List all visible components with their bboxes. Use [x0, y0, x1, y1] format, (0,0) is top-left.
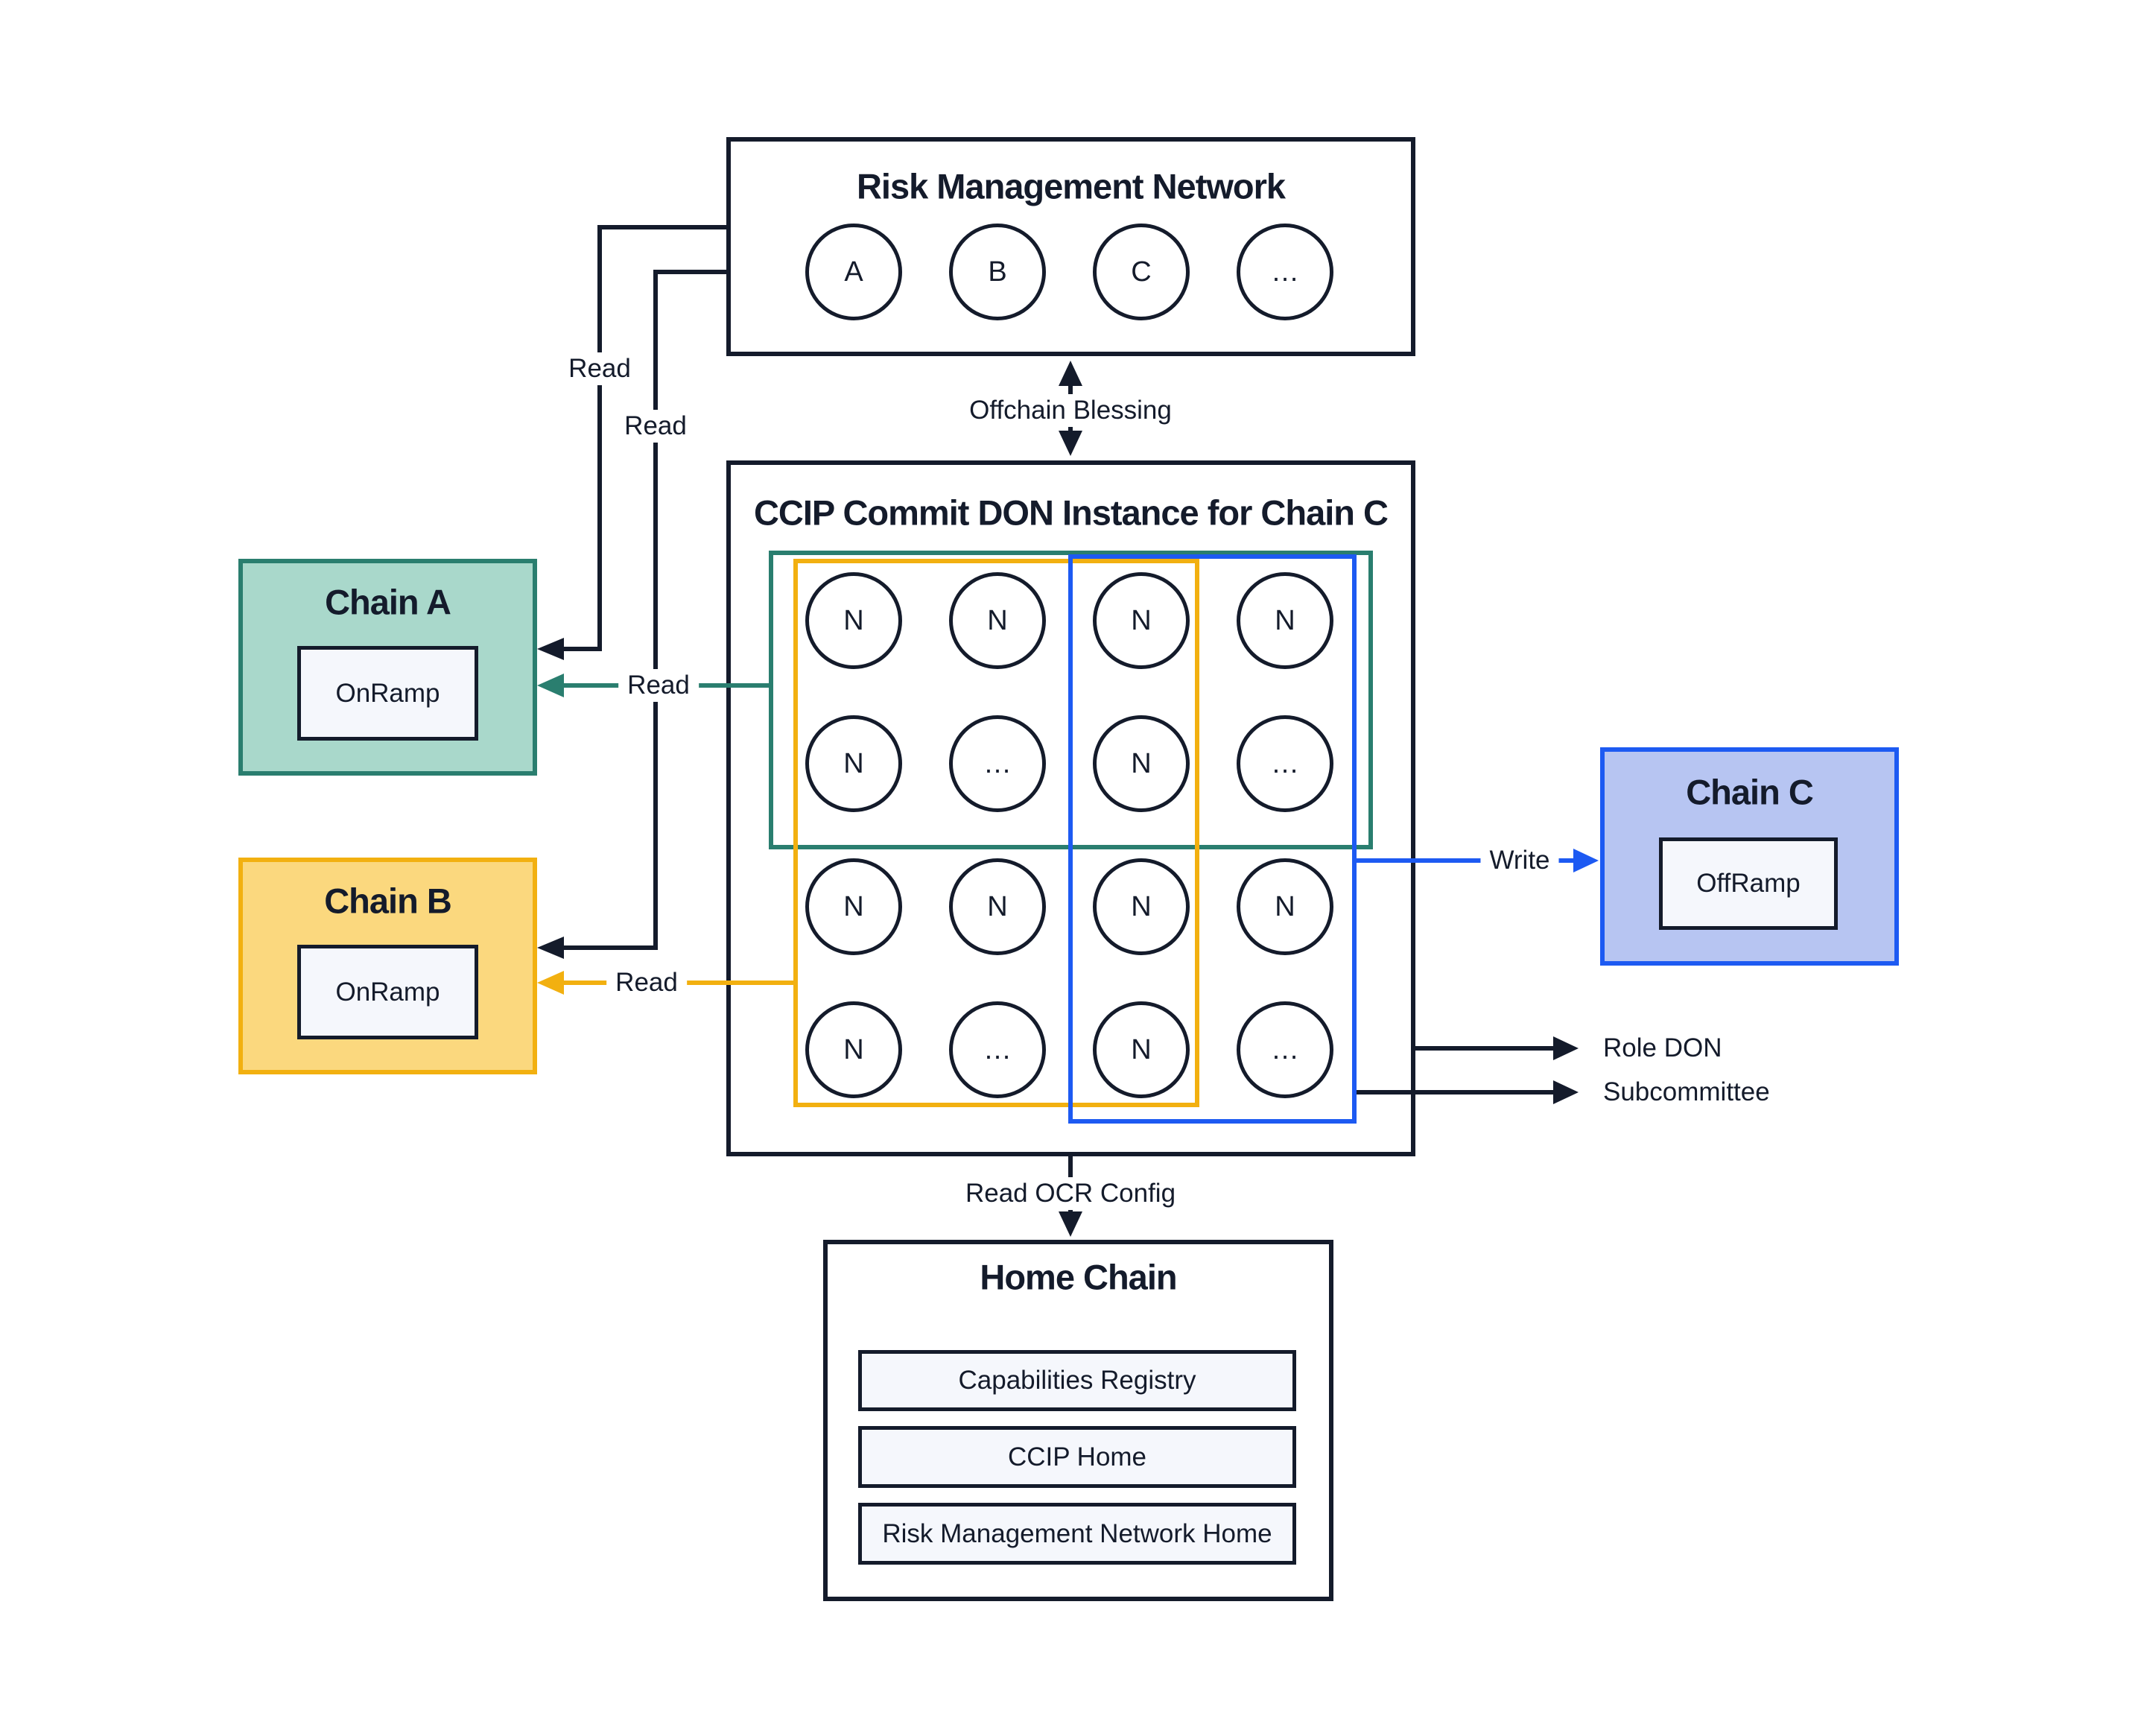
edge-subcommittee-arrowhead: [1553, 1080, 1579, 1104]
edge-read-ocr-config-arrowhead: [1059, 1211, 1082, 1237]
chain-c-offramp-panel: OffRamp: [1659, 837, 1838, 930]
edge-label-offchain-blessing: Offchain Blessing: [960, 394, 1181, 427]
edge-don-write-chain-c-arrowhead: [1573, 849, 1599, 872]
edge-label-read-don-chain-b: Read: [606, 966, 687, 999]
home-chain-title: Home Chain: [980, 1257, 1177, 1297]
home-capabilities-registry-panel: Capabilities Registry: [858, 1350, 1296, 1411]
edge-label-role-don: Role DON: [1603, 1033, 1722, 1062]
edge-label-read-don-chain-a: Read: [618, 669, 699, 702]
don-node-r4c4: …: [1237, 1001, 1333, 1098]
edge-rmn-read-chain-a-arrowhead: [537, 638, 564, 660]
don-node-r2c1: N: [805, 715, 902, 812]
don-node-r1c4: N: [1237, 572, 1333, 669]
home-rmn-home-panel: Risk Management Network Home: [858, 1503, 1296, 1565]
rmn-node-c: C: [1093, 224, 1190, 320]
rmn-node-b: B: [949, 224, 1046, 320]
rmn-node-more: …: [1237, 224, 1333, 320]
don-node-r3c4: N: [1237, 858, 1333, 955]
don-node-r4c2: …: [949, 1001, 1046, 1098]
don-node-r4c1: N: [805, 1001, 902, 1098]
rmn-title: Risk Management Network: [856, 166, 1286, 206]
don-node-r3c1: N: [805, 858, 902, 955]
chain-a-title: Chain A: [325, 582, 451, 622]
don-node-r2c4: …: [1237, 715, 1333, 812]
don-node-r1c2: N: [949, 572, 1046, 669]
chain-a-onramp-panel: OnRamp: [297, 646, 478, 741]
don-node-r1c1: N: [805, 572, 902, 669]
edge-offchain-blessing-up-arrowhead: [1059, 361, 1082, 386]
don-node-r3c2: N: [949, 858, 1046, 955]
edge-label-read-rmn-chain-b: Read: [615, 410, 696, 443]
edge-don-read-chain-b-arrowhead: [537, 971, 564, 995]
don-node-r3c3: N: [1093, 858, 1190, 955]
edge-don-read-chain-a-arrowhead: [537, 674, 564, 697]
edge-rmn-read-chain-b-arrowhead: [537, 937, 564, 959]
chain-c-title: Chain C: [1686, 772, 1814, 812]
edge-label-read-ocr-config: Read OCR Config: [956, 1177, 1185, 1210]
don-node-r2c3: N: [1093, 715, 1190, 812]
edge-offchain-blessing-down-arrowhead: [1059, 431, 1082, 456]
chain-b-onramp-panel: OnRamp: [297, 945, 478, 1039]
don-node-r1c3: N: [1093, 572, 1190, 669]
edge-label-read-rmn-chain-a: Read: [559, 352, 640, 385]
rmn-node-a: A: [805, 224, 902, 320]
chain-b-title: Chain B: [324, 881, 452, 921]
don-node-r4c3: N: [1093, 1001, 1190, 1098]
don-node-r2c2: …: [949, 715, 1046, 812]
edge-label-write-chain-c: Write: [1480, 844, 1559, 877]
home-ccip-home-panel: CCIP Home: [858, 1426, 1296, 1488]
edge-role-don-arrowhead: [1553, 1036, 1579, 1060]
ccip-commit-don-title: CCIP Commit DON Instance for Chain C: [753, 492, 1389, 533]
edge-label-subcommittee: Subcommittee: [1603, 1077, 1770, 1106]
